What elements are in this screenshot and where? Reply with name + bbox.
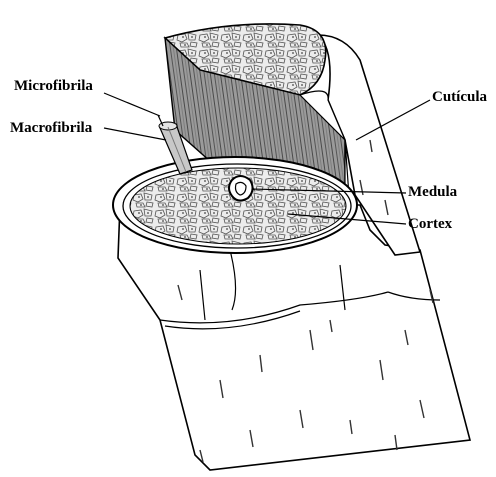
medulla bbox=[229, 176, 253, 201]
leader-macrofibrila bbox=[104, 128, 166, 140]
label-macrofibrila: Macrofibrila bbox=[10, 121, 92, 136]
label-medula: Medula bbox=[408, 185, 457, 200]
label-cuticula: Cutícula bbox=[432, 90, 487, 105]
leader-microfibrila bbox=[104, 93, 160, 116]
label-cortex: Cortex bbox=[408, 217, 452, 232]
label-microfibrila: Microfibrila bbox=[14, 79, 93, 94]
